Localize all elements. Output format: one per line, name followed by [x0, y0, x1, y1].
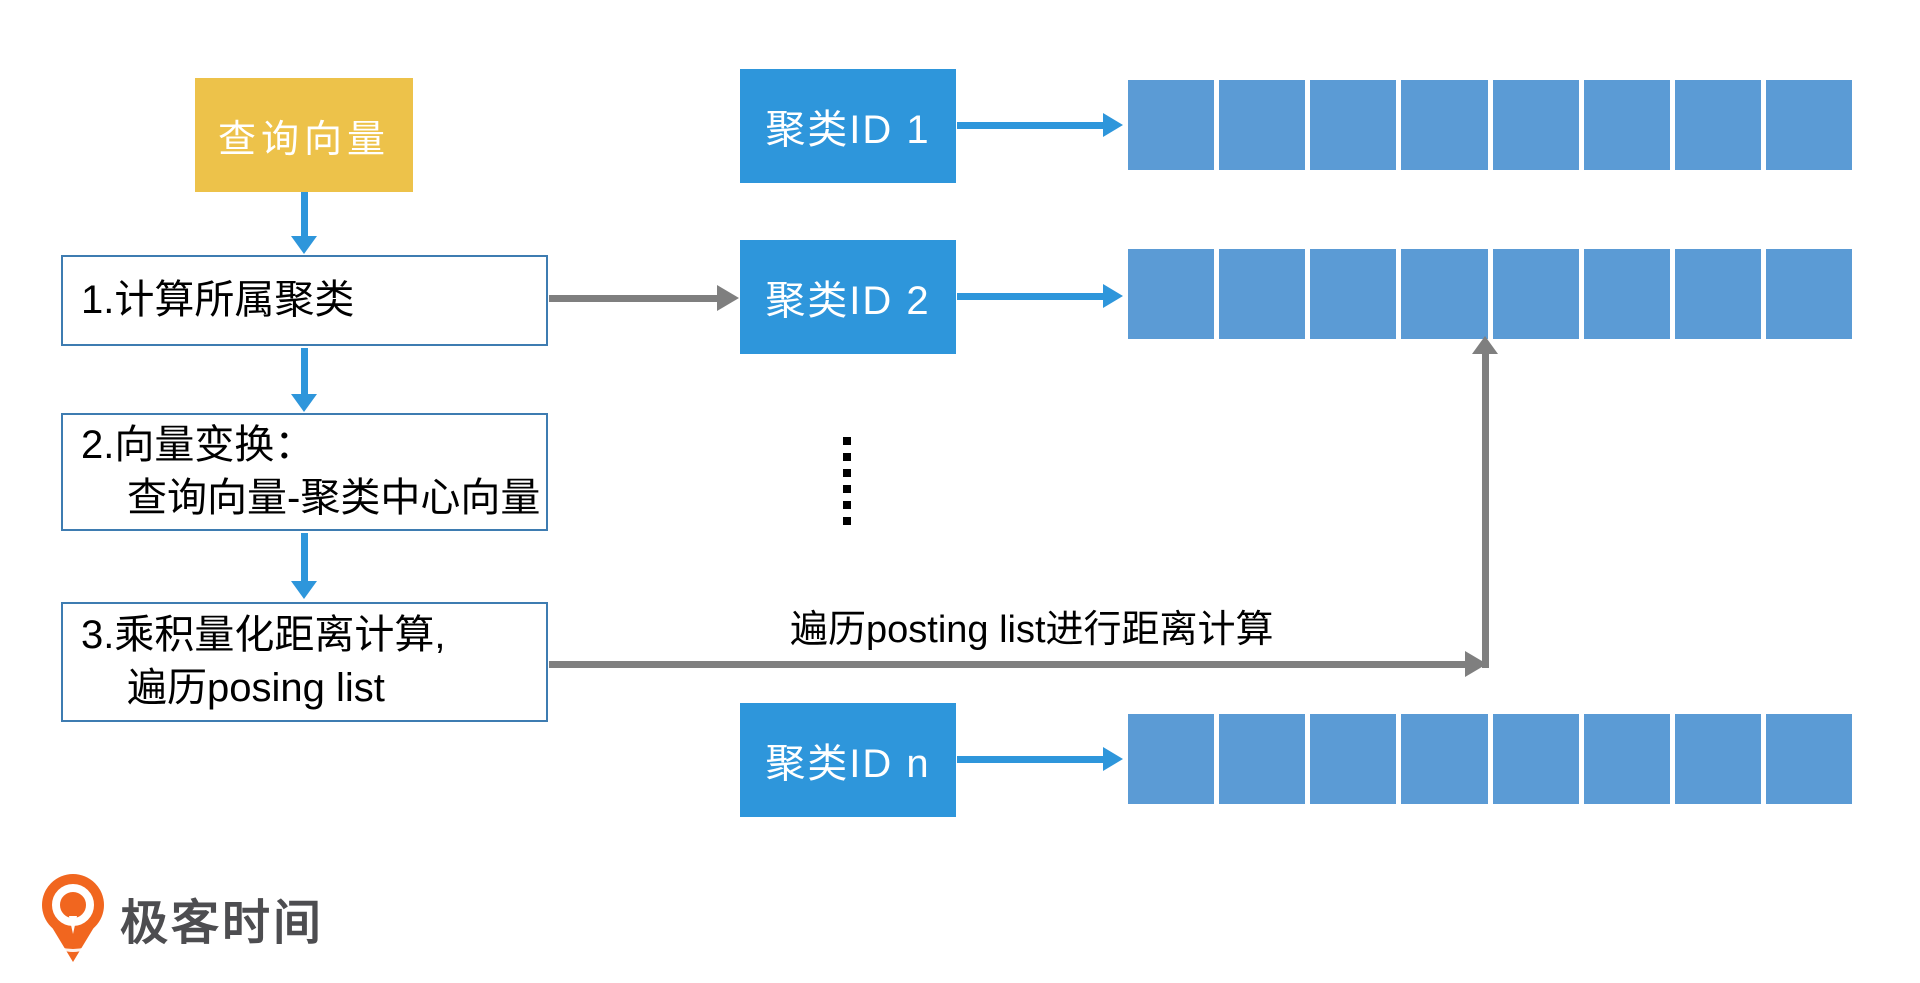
arrow-step2-to-step3 — [301, 533, 308, 581]
arrowhead-right-icon — [717, 285, 739, 311]
posting-list-cell — [1401, 80, 1488, 170]
geektime-logo-icon — [42, 874, 104, 962]
posting-list-cell — [1492, 80, 1579, 170]
geektime-logo-text: 极客时间 — [120, 897, 325, 950]
posting-list-cell — [1492, 714, 1579, 804]
posting-list-cell — [1219, 714, 1306, 804]
cluster-id-1-box: 聚类ID 1 — [740, 69, 956, 183]
posting-list-cell — [1765, 714, 1852, 804]
arrow-step3-vertical — [1482, 352, 1489, 668]
arrow-cluster2-to-list — [957, 293, 1105, 300]
posting-list-n — [1128, 714, 1852, 804]
posting-list-cell — [1765, 249, 1852, 339]
posting-list-cell — [1492, 249, 1579, 339]
query-vector-box: 查询向量 — [195, 78, 413, 192]
cluster-id-n-label: 聚类ID n — [765, 742, 931, 786]
step2-text-line2: 查询向量-聚类中心向量 — [127, 476, 541, 520]
arrowhead-right-icon — [1103, 113, 1123, 137]
step2-text-line1: 2.向量变换： — [81, 423, 315, 467]
posting-list-cell — [1128, 249, 1215, 339]
ellipsis-dot — [843, 485, 851, 493]
ellipsis-dot — [843, 517, 851, 525]
cluster-id-2-label: 聚类ID 2 — [765, 279, 931, 323]
geektime-logo: 极客时间 — [40, 872, 324, 964]
posting-list-cell — [1674, 80, 1761, 170]
arrow-query-to-step1 — [301, 192, 308, 236]
posting-list-cell — [1401, 714, 1488, 804]
posting-list-cell — [1401, 249, 1488, 339]
posting-list-1 — [1128, 80, 1852, 170]
traverse-posting-list-label: 遍历posting list进行距离计算 — [790, 609, 1274, 651]
cluster-id-n-box: 聚类ID n — [740, 703, 956, 817]
ellipsis-dot — [843, 437, 851, 445]
posting-list-cell — [1219, 249, 1306, 339]
ellipsis-dot — [843, 453, 851, 461]
posting-list-cell — [1128, 714, 1215, 804]
step3-box: 3.乘积量化距离计算, 遍历posing list — [61, 602, 548, 722]
arrow-cluster1-to-list — [957, 122, 1105, 129]
step1-box: 1.计算所属聚类 — [61, 255, 548, 346]
ellipsis-dot — [843, 469, 851, 477]
posting-list-cell — [1583, 249, 1670, 339]
posting-list-cell — [1583, 80, 1670, 170]
arrowhead-down-icon — [291, 581, 317, 599]
arrowhead-right-icon — [1465, 651, 1487, 677]
arrow-step1-to-step2 — [301, 348, 308, 394]
arrowhead-down-icon — [291, 236, 317, 254]
posting-list-cell — [1583, 714, 1670, 804]
posting-list-cell — [1219, 80, 1306, 170]
arrow-step3-horizontal — [549, 661, 1465, 668]
step3-text-line2: 遍历posing list — [127, 666, 385, 710]
posting-list-cell — [1674, 249, 1761, 339]
arrow-step1-to-cluster2 — [549, 295, 717, 302]
posting-list-cell — [1674, 714, 1761, 804]
arrowhead-right-icon — [1103, 284, 1123, 308]
arrowhead-down-icon — [291, 394, 317, 412]
posting-list-cell — [1765, 80, 1852, 170]
posting-list-cell — [1128, 80, 1215, 170]
step2-box: 2.向量变换： 查询向量-聚类中心向量 — [61, 413, 548, 531]
posting-list-cell — [1310, 80, 1397, 170]
step3-text-line1: 3.乘积量化距离计算, — [81, 613, 446, 657]
ellipsis-dot — [843, 501, 851, 509]
posting-list-cell — [1310, 714, 1397, 804]
cluster-id-1-label: 聚类ID 1 — [765, 108, 931, 152]
cluster-id-2-box: 聚类ID 2 — [740, 240, 956, 354]
arrowhead-right-icon — [1103, 747, 1123, 771]
step1-text: 1.计算所属聚类 — [81, 278, 355, 322]
query-vector-label: 查询向量 — [217, 118, 390, 161]
arrow-clustern-to-list — [957, 756, 1105, 763]
posting-list-2 — [1128, 249, 1852, 339]
vertical-ellipsis — [843, 437, 851, 525]
arrowhead-up-icon — [1472, 336, 1498, 354]
posting-list-cell — [1310, 249, 1397, 339]
